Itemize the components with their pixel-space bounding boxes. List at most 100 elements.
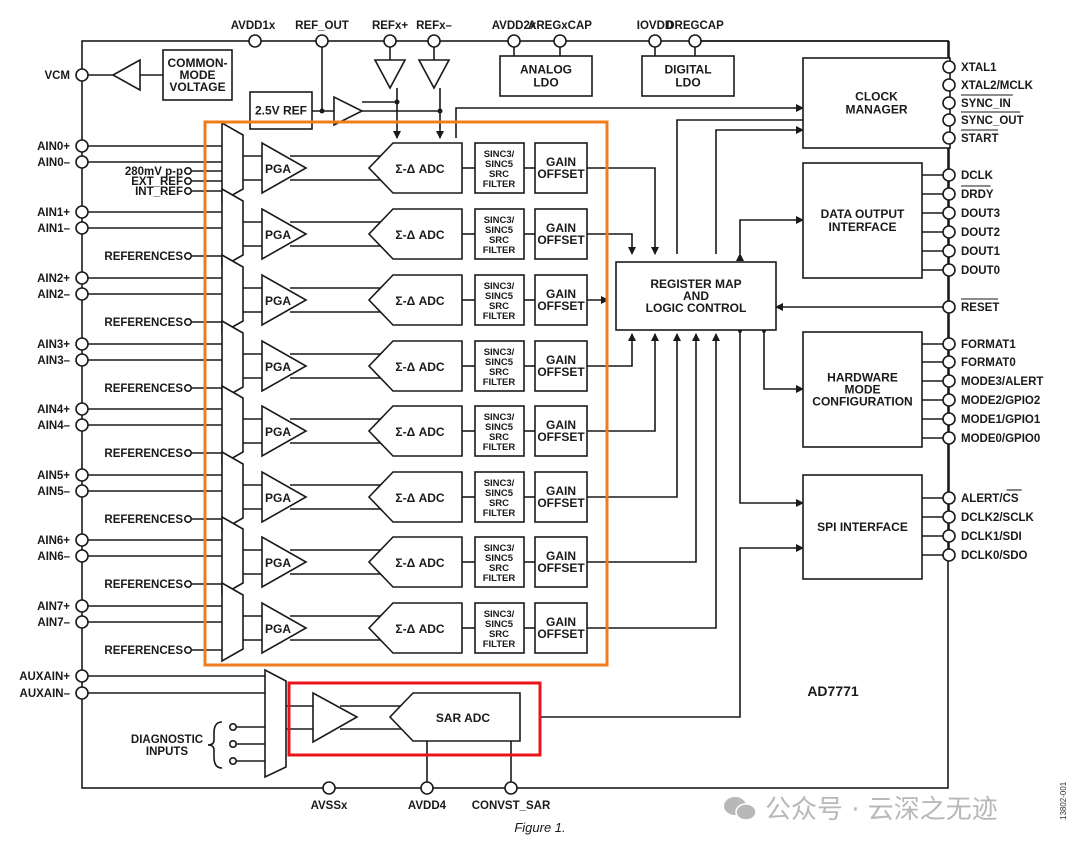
ain-pos-label: AIN0+ [37,141,70,153]
top-pin-label: AVDD2x [492,20,537,32]
pin-dclk0sdo [942,548,956,562]
register-map-box [615,261,777,331]
digital-ldo-box [641,55,735,97]
input-mux [221,121,244,203]
pin-auxain [75,669,89,683]
pin-ain5n [75,484,89,498]
pin-ain7p [75,599,89,613]
vcm-label: VCM [44,70,70,82]
clock-pin-label: SYNC_IN [961,98,1011,110]
pin-avdd2x [507,34,521,48]
references-pin [184,579,193,588]
diagnostic-input-pin [229,739,238,748]
pin-dout0 [942,263,956,277]
figure-caption: Figure 1. [514,820,565,835]
sigma-delta-label: Σ-Δ ADC [395,360,444,374]
sigma-delta-label: Σ-Δ ADC [395,491,444,505]
hw-pin-label: MODE0/GPIO0 [961,433,1040,445]
pga-label: PGA [265,491,291,505]
ch0-out [587,167,659,255]
sigma-delta-adc [367,471,463,523]
spi-interface: SPI INTERFACE [802,474,923,580]
sar-driver-amp [312,691,359,744]
chip-name: AD7771 [807,683,859,699]
ain-pos-label: AIN4+ [37,404,70,416]
references-pin [184,448,193,457]
sigma-delta-label: Σ-Δ ADC [395,556,444,570]
regmap-clock [715,126,804,254]
ch0-extra-label: INT_REF [135,186,183,198]
pin-ain4p [75,402,89,416]
sinc-filter [474,536,525,588]
pin-ain6n [75,549,89,563]
ch4-out [587,333,659,432]
sigma-delta-adc [367,602,463,654]
sigma-delta-label: Σ-Δ ADC [395,162,444,176]
pin-aregxcap [553,34,567,48]
ch5-out [587,333,681,498]
references-pin [184,383,193,392]
ref-buffer [333,95,364,127]
sinc-filter [474,208,525,260]
ref-input-pin [184,187,193,196]
pin-syncin [942,96,956,110]
pin-ain2n [75,287,89,301]
references-pin [184,645,193,654]
references-label: REFERENCES [104,514,183,526]
sigma-delta-label: Σ-Δ ADC [395,294,444,308]
ain-neg-label: AIN4– [37,420,70,432]
regmap-spi [736,327,804,507]
pin-ain4n [75,418,89,432]
sinc-filter [474,340,525,392]
ain-neg-label: AIN0– [37,157,70,169]
aux-pin-label: AUXAIN+ [19,671,70,683]
pga-label: PGA [265,556,291,570]
top-pin-label: IOVDD [637,20,673,32]
pga-triangle [261,273,308,327]
top-pin-label: REFx– [416,20,452,32]
pin-ain3n [75,353,89,367]
top-pin-label: AVDD1x [231,20,276,32]
pin-mode2gpio2 [942,393,956,407]
pin-dclk2sclk [942,510,956,524]
sar-highlight [287,681,542,757]
pin-iovdd [648,34,662,48]
top-pin-label: DREGCAP [666,20,724,32]
ain-neg-label: AIN1– [37,223,70,235]
spi-interface-label: SPI INTERFACE [817,520,908,534]
gain-offset [534,274,588,326]
top-pin-label: REFx+ [372,20,408,32]
gain-offset [534,602,588,654]
references-pin [184,252,193,261]
wires [88,40,950,782]
ain-pos-label: AIN6+ [37,535,70,547]
pin-mode0gpio0 [942,431,956,445]
ain-pos-label: AIN3+ [37,339,70,351]
ain-neg-label: AIN7– [37,617,70,629]
pin-xtal2mclk [942,78,956,92]
brace [207,721,223,769]
pin-dout3 [942,206,956,220]
common-mode-voltage-box [162,49,233,101]
sigma-delta-adc [367,536,463,588]
references-label: REFERENCES [104,645,183,657]
sigma-delta-label: Σ-Δ ADC [395,228,444,242]
clock-pin-label: XTAL1 [961,62,997,74]
